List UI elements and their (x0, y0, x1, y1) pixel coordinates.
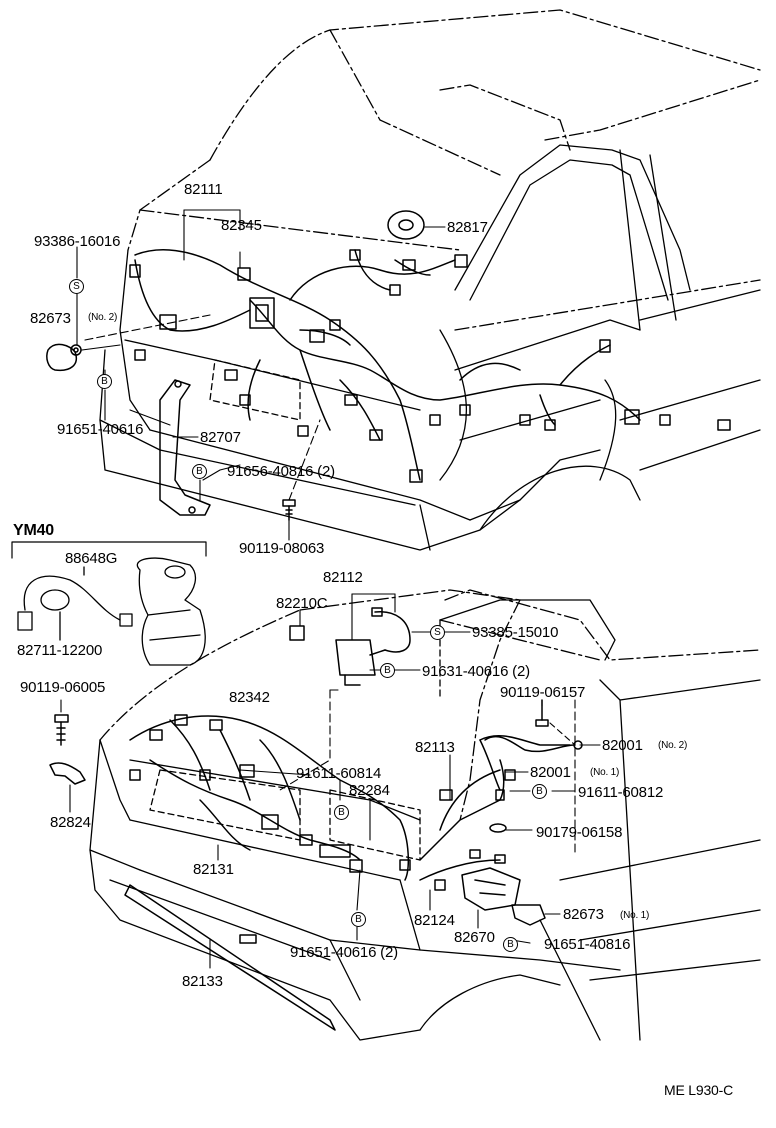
label-no1: (No. 1) (620, 910, 650, 921)
bolt-b-badge: B (97, 374, 112, 389)
label-91651-40616-2: 91651-40616 (2) (290, 944, 398, 961)
label-82001-no2: 82001 (602, 737, 643, 754)
label-91651-40816: 91651-40816 (544, 936, 631, 953)
bolt-b-badge: B (503, 937, 518, 952)
label-82001-no1: 82001 (530, 764, 571, 781)
label-82111: 82111 (184, 181, 223, 198)
lower-leader-lines (60, 593, 601, 969)
label-82673-no2: 82673 (30, 310, 71, 327)
label-90119-06157: 90119-06157 (500, 684, 586, 701)
bolt-b-badge: B (192, 464, 207, 479)
label-93386-16016: 93386-16016 (34, 233, 121, 250)
upper-body-outline (99, 9, 761, 551)
variant-title: YM40 (13, 522, 54, 539)
label-82210c: 82210C (276, 595, 328, 612)
label-82711-12200: 82711-12200 (17, 642, 103, 659)
label-no1: (No. 1) (590, 767, 620, 778)
label-82131: 82131 (193, 861, 234, 878)
label-82112: 82112 (323, 569, 363, 586)
label-90119-08063: 90119-08063 (239, 540, 325, 557)
lower-harness (49, 607, 583, 1031)
ym40-component (17, 557, 206, 666)
bolt-b-badge: B (334, 805, 349, 820)
label-82342: 82342 (229, 689, 270, 706)
clip-s-badge: S (69, 279, 84, 294)
bolt-b-badge: B (351, 912, 366, 927)
label-90119-06005: 90119-06005 (20, 679, 106, 696)
bolt-b-badge: B (380, 663, 395, 678)
label-91651-40616: 91651-40616 (57, 421, 144, 438)
label-82824: 82824 (50, 814, 91, 831)
label-no2: (No. 2) (658, 740, 688, 751)
label-82817: 82817 (447, 219, 488, 236)
label-82284: 82284 (349, 782, 390, 799)
clip-s-badge: S (430, 625, 445, 640)
ym40-bracket (11, 541, 207, 559)
label-88648g: 88648G (65, 550, 118, 567)
upper-harness (46, 210, 731, 521)
label-82707: 82707 (200, 429, 241, 446)
label-82345: 82345 (221, 217, 262, 234)
label-82124: 82124 (414, 912, 455, 929)
label-82113: 82113 (415, 739, 455, 756)
bolt-b-badge: B (532, 784, 547, 799)
label-91656-40816: 91656-40816 (2) (227, 463, 335, 480)
label-82670: 82670 (454, 929, 495, 946)
label-82133: 82133 (182, 973, 223, 990)
diagram-code: ME L930-C (664, 1082, 734, 1098)
label-91611-60812: 91611-60812 (578, 784, 664, 801)
label-82673-no1: 82673 (563, 906, 604, 923)
upper-leader-lines (76, 209, 446, 541)
label-91611-60814: 91611-60814 (296, 765, 382, 782)
label-93385-15010: 93385-15010 (472, 624, 559, 641)
label-90179-06158: 90179-06158 (536, 824, 623, 841)
label-no2: (No. 2) (88, 312, 118, 323)
label-91631-40616: 91631-40616 (2) (422, 663, 530, 680)
